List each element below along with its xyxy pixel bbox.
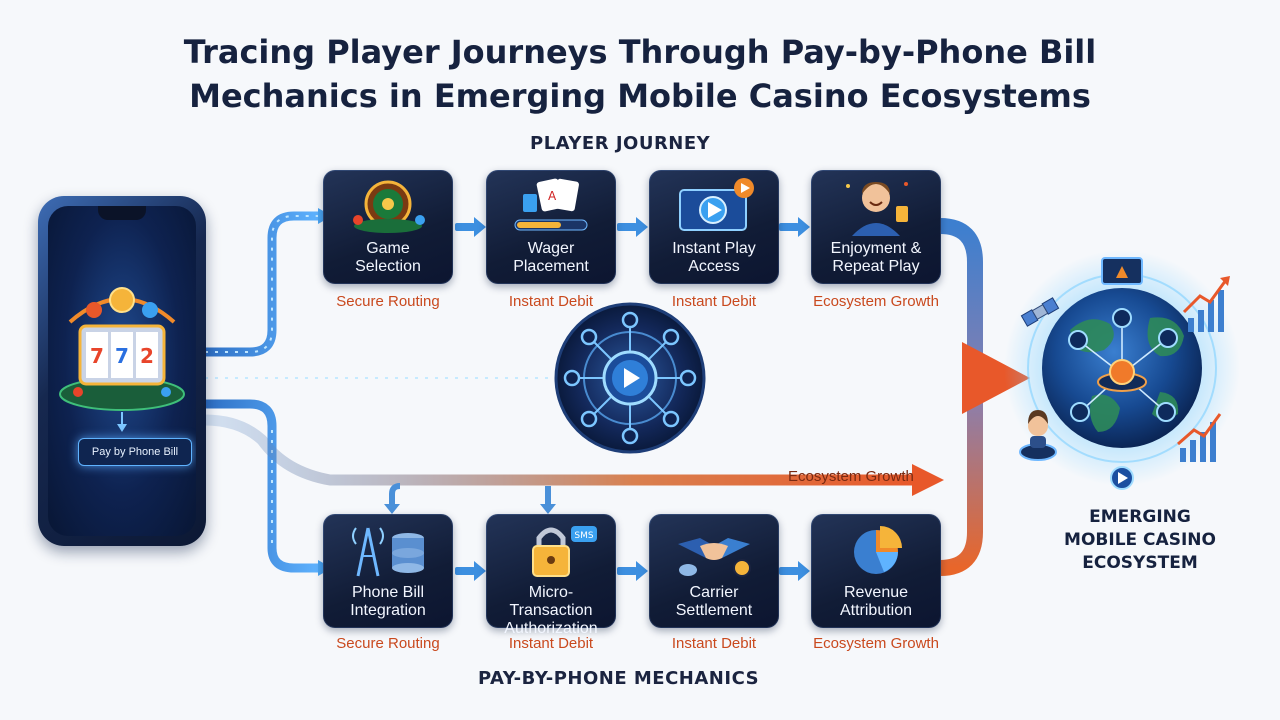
card-label: Attribution (839, 602, 913, 619)
growth-bars-icon (1182, 276, 1230, 332)
card-label: Access (688, 258, 740, 275)
journey-card-wager-placement: A Wager Placement (486, 170, 616, 284)
padlock-sms-icon: SMS (532, 526, 597, 577)
journey-card-enjoyment-repeat-play: Enjoyment & Repeat Play (811, 170, 941, 284)
journey-sub-label: Instant Debit (508, 293, 594, 310)
flow-phone-to-journey (200, 211, 325, 357)
journey-card-game-selection: Game Selection (323, 170, 453, 284)
central-hub (554, 302, 706, 454)
play-icon (624, 368, 640, 388)
happy-player-icon (846, 182, 908, 236)
card-label: Authorization (504, 620, 598, 637)
card-label: Enjoyment & (830, 240, 922, 257)
mechanics-card-carrier-settlement: Carrier Settlement (649, 514, 779, 628)
card-label: Carrier (689, 584, 739, 601)
title-line-1: Tracing Player Journeys Through Pay-by-P… (183, 33, 1097, 71)
journey-sub-label: Secure Routing (336, 293, 440, 310)
card-label: Settlement (675, 602, 753, 619)
mechanics-card-micro-transaction-authorization: SMS Micro-Transaction Authorization (486, 514, 616, 637)
journey-sub-label: Instant Debit (671, 293, 757, 310)
journey-card-instant-play-access: Instant Play Access (649, 170, 779, 284)
satellite-icon (1020, 297, 1060, 327)
big-orange-arrowhead (962, 342, 1030, 414)
flow-to-growth (199, 414, 926, 486)
card-label: Phone Bill (351, 584, 425, 601)
mechanics-card-phone-bill-integration: Phone Bill Integration (323, 514, 453, 628)
pay-by-phone-bill-button[interactable]: Pay by Phone Bill (78, 438, 192, 466)
section-label-player-journey: PLAYER JOURNEY (530, 133, 711, 154)
smartphone: 7 7 2 Pay by Phone Bill (38, 196, 206, 546)
journey-sub-label: Ecosystem Growth (813, 293, 939, 310)
pie-chart-icon (854, 526, 902, 574)
play-screen-icon (679, 178, 754, 231)
card-label: Instant Play (672, 240, 756, 257)
ecosystem-globe (1004, 250, 1240, 490)
phone-notch (98, 206, 146, 220)
phone-screen: 7 7 2 Pay by Phone Bill (48, 206, 196, 536)
card-label: Game (366, 240, 410, 257)
svg-text:2: 2 (140, 344, 154, 368)
mechanics-card-revenue-attribution: Revenue Attribution (811, 514, 941, 628)
ecosystem-label-line: ECOSYSTEM (1082, 553, 1198, 573)
slot-machine-icon: 7 7 2 (59, 287, 185, 432)
mechanics-sub-label: Instant Debit (508, 635, 594, 652)
card-label: Placement (513, 258, 589, 275)
ecosystem-growth-arrow-label: Ecosystem Growth (788, 468, 914, 485)
svg-text:7: 7 (90, 344, 104, 368)
card-label: Selection (355, 258, 421, 275)
avatar (1019, 410, 1057, 461)
card-label: Wager (527, 240, 575, 257)
card-label: Micro-Transaction (509, 584, 593, 619)
mechanics-sub-label: Instant Debit (671, 635, 757, 652)
growth-arrowhead (912, 464, 944, 496)
page-title: Tracing Player Journeys Through Pay-by-P… (0, 30, 1280, 118)
card-label: Revenue (843, 584, 909, 601)
section-label-pay-by-phone-mechanics: PAY-BY-PHONE MECHANICS (478, 668, 760, 689)
svg-text:A: A (548, 189, 557, 203)
card-label: Repeat Play (832, 258, 920, 275)
handshake-icon (678, 538, 751, 577)
card-label: Integration (350, 602, 426, 619)
ecosystem-label-line: MOBILE CASINO (1064, 530, 1216, 550)
ecosystem-label: EMERGING MOBILE CASINO ECOSYSTEM (1040, 506, 1240, 575)
mechanics-connectors (455, 561, 810, 581)
mechanics-sub-label: Secure Routing (336, 635, 440, 652)
mechanics-sub-label: Ecosystem Growth (813, 635, 939, 652)
journey-connectors (455, 217, 810, 237)
cards-chips-icon: A (514, 178, 588, 231)
title-line-2: Mechanics in Emerging Mobile Casino Ecos… (189, 77, 1091, 115)
tower-server-icon (352, 527, 424, 577)
roulette-icon (353, 180, 425, 233)
svg-text:7: 7 (115, 344, 129, 368)
flow-phone-to-mechanics (200, 399, 325, 573)
svg-text:SMS: SMS (574, 531, 593, 541)
ecosystem-label-line: EMERGING (1089, 507, 1191, 527)
growth-bars-icon (1177, 413, 1222, 462)
